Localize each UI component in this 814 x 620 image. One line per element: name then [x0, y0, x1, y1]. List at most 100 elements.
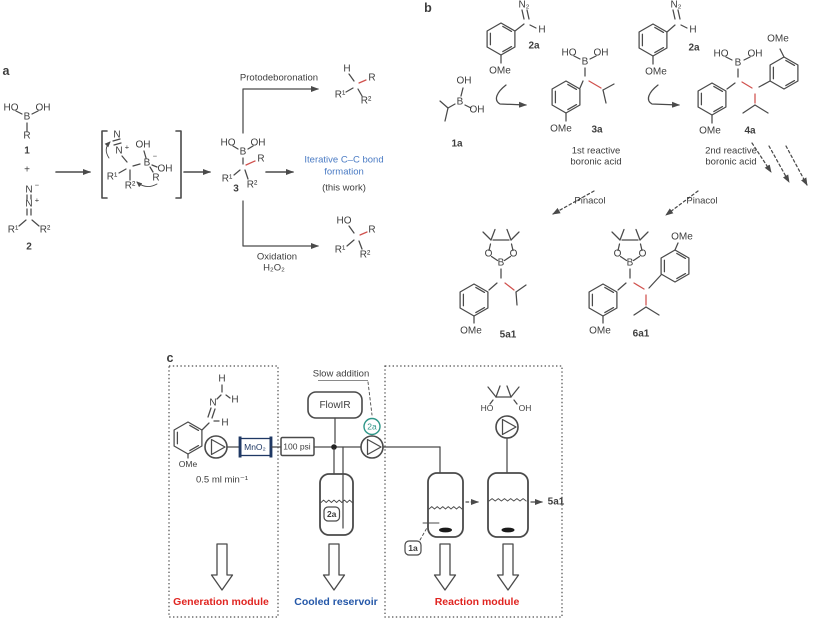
structure-3a: HO B OH OMe 3a 1st reactive boronic acid — [550, 48, 621, 168]
pinacol-arrow-1 — [552, 190, 595, 215]
panel-b-label: b — [424, 1, 432, 15]
cooled-reservoir-label: Cooled reservoir — [294, 596, 377, 608]
mno2-column: MnO₂ — [238, 436, 273, 458]
atom-ho: HO — [221, 138, 236, 149]
protodeboronation-label: Protodeboronation — [240, 73, 318, 84]
hydrazone-structure: N H H H OMe — [173, 374, 239, 469]
atom-ome: OMe — [589, 326, 611, 337]
atom-ome: OMe — [699, 126, 721, 137]
panel-a-label: a — [3, 64, 11, 78]
flow-rate-label: 0.5 ml min⁻¹ — [196, 475, 248, 486]
structure-6a1: OMe OMe 6a1 — [588, 228, 693, 340]
pinacol-label-2: Pinacol — [686, 196, 717, 207]
atom-b: B — [582, 57, 589, 68]
cooled-reservoir-vessel: 2a — [319, 473, 354, 536]
atom-oh: OH — [136, 140, 151, 151]
compound-2-label: 2 — [26, 242, 32, 253]
compound-5a1-label: 5a1 — [500, 330, 517, 341]
bpr-100psi: 100 psi — [280, 436, 315, 457]
minus-charge: − — [153, 152, 158, 161]
generation-pump — [204, 435, 228, 459]
atom-r: R — [368, 73, 375, 84]
structure-4a: HO B OH OMe OMe 4a 2nd reactive boronic … — [697, 34, 799, 168]
structure-5a1: OMe 5a1 — [459, 228, 527, 341]
reaction-vessel-2 — [487, 472, 529, 538]
plus-charge: + — [35, 196, 40, 205]
pinacol-arrow-2 — [665, 190, 699, 216]
atom-n: N — [209, 398, 216, 409]
panel-b: b OMe N₂ H 2a OH B OH 1a — [424, 0, 808, 341]
atom-ome: OMe — [460, 326, 482, 337]
atom-r1: R¹ — [335, 90, 346, 101]
this-work-label: (this work) — [322, 183, 366, 194]
atom-oh: OH — [251, 138, 266, 149]
pinacol-pump — [495, 415, 519, 439]
atom-r2: R² — [360, 250, 371, 261]
atom-n: N — [25, 185, 32, 196]
iterative-label-line1: Iterative C–C bond — [304, 155, 383, 166]
psi-label: 100 psi — [283, 442, 311, 452]
junction-dot — [331, 444, 337, 450]
atom-r1: R¹ — [8, 225, 19, 236]
atom-ho: HO — [714, 49, 729, 60]
atom-ho: HO — [481, 403, 494, 413]
compound-1-label: 1 — [24, 146, 30, 157]
panel-a: a HO OH B R 1 + N − N + R¹ R² 2 — [3, 64, 384, 274]
generation-module-box — [168, 365, 279, 618]
stream-2a-label: 2a — [367, 422, 377, 432]
vessel1-outlet-arrow — [433, 543, 457, 591]
atom-b: B — [735, 58, 742, 69]
atom-n2: N₂ — [670, 0, 681, 11]
atom-oh: OH — [158, 164, 173, 175]
flowir-label: FlowIR — [319, 400, 350, 411]
oxidation-branch: Oxidation H₂O₂ HO R R¹ R² — [242, 200, 376, 274]
protodeboronation-branch: Protodeboronation H R R¹ R² — [240, 64, 376, 134]
atom-n: N — [25, 199, 32, 210]
compound-2a-label: 2a — [528, 41, 540, 52]
atom-b: B — [24, 112, 31, 123]
compound-6a1-label: 6a1 — [633, 329, 650, 340]
compound-1a-label: 1a — [451, 139, 463, 150]
generation-outlet-arrow — [210, 543, 234, 591]
atom-r2: R² — [125, 181, 136, 192]
pinacol-label-1: Pinacol — [574, 196, 605, 207]
h2o2-label: H₂O₂ — [263, 263, 285, 274]
atom-r2: R² — [40, 225, 51, 236]
atom-ome: OMe — [645, 67, 667, 78]
compound-3a-label: 3a — [591, 125, 603, 136]
atom-h: H — [218, 374, 225, 385]
compound-3-label: 3 — [233, 184, 239, 195]
atom-r: R — [23, 131, 30, 142]
atom-h: H — [221, 418, 228, 429]
curved-mechanism-arrow — [104, 141, 111, 159]
second-reactive-caption-1: 2nd reactive — [705, 146, 757, 157]
atom-n: N — [113, 130, 120, 141]
second-reactive-caption-2: boronic acid — [705, 157, 756, 168]
structure-2-diazo: N − N + R¹ R² 2 — [8, 181, 51, 253]
structure-1-boronic-acid: HO OH B R 1 — [4, 103, 51, 157]
atom-b: B — [240, 147, 247, 158]
first-reactive-caption-2: boronic acid — [570, 157, 621, 168]
atom-ho: HO — [4, 103, 19, 114]
atom-r: R — [152, 173, 159, 184]
atom-r2: R² — [247, 180, 258, 191]
first-reactive-caption-1: 1st reactive — [572, 146, 621, 157]
atom-r1: R¹ — [107, 172, 118, 183]
intermediate-bracketed: N N + OH B − OH R¹ R² R — [101, 130, 182, 199]
atom-ome: OMe — [550, 124, 572, 135]
panel-c-label: c — [167, 351, 174, 365]
atom-r: R — [368, 225, 375, 236]
structure-2a-first: OMe N₂ H 2a — [486, 0, 546, 77]
addition-arrow — [495, 84, 527, 108]
atom-ome: OMe — [489, 66, 511, 77]
atom-r1: R¹ — [222, 174, 233, 185]
plus-sign: + — [24, 165, 30, 176]
plus-charge: + — [125, 143, 130, 152]
stream-2a-badge — [363, 417, 381, 436]
flowir-unit: FlowIR — [307, 391, 363, 419]
structure-2a-second: OMe N₂ H 2a — [638, 0, 700, 78]
atom-r1: R¹ — [335, 245, 346, 256]
structure-3-product: HO B OH R R¹ R² 3 — [221, 138, 266, 195]
slow-addition-pointer — [367, 381, 373, 416]
atom-ho: HO — [337, 216, 352, 227]
